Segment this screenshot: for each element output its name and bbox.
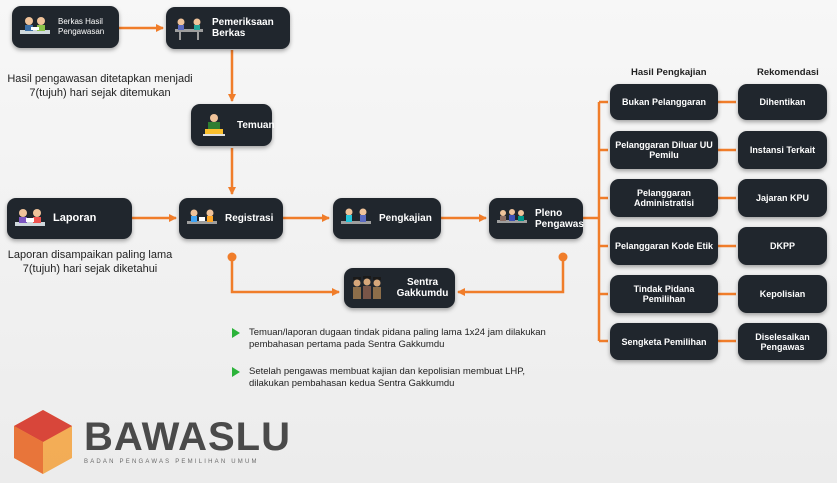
bullet-item: Temuan/laporan dugaan tindak pidana pali… <box>232 327 562 351</box>
police-officers-icon <box>353 276 381 299</box>
meeting-table-icon <box>187 209 217 224</box>
hasil-box: Tindak Pidana Pemilihan <box>610 275 718 313</box>
hasil-label: Pelanggaran Kode Etik <box>614 241 714 251</box>
rekomendasi-label: DKPP <box>769 241 795 251</box>
rekomendasi-box: DKPP <box>738 227 827 265</box>
meeting-table-icon <box>497 208 527 223</box>
hasil-label: Pelanggaran Diluar UU Pemilu <box>615 140 713 160</box>
rekomendasi-label: Jajaran KPU <box>755 193 810 203</box>
node-registrasi-label: Registrasi <box>225 213 274 224</box>
rekomendasi-label: Instansi Terkait <box>749 145 816 155</box>
bullet-text: Setelah pengawas membuat kajian dan kepo… <box>249 366 526 389</box>
node-berkas-label: Berkas Hasil Pengawasan <box>58 17 105 36</box>
bullet-triangle-icon <box>232 328 240 338</box>
bullet-item: Setelah pengawas membuat kajian dan kepo… <box>232 366 562 390</box>
people-at-desk-icon <box>15 208 45 226</box>
node-laporan-label: Laporan <box>53 212 97 224</box>
rekomendasi-box: Dihentikan <box>738 84 827 120</box>
hasil-label: Bukan Pelanggaran <box>621 97 707 107</box>
people-at-desk-icon <box>20 17 50 34</box>
node-temuan-label: Temuan <box>237 119 275 131</box>
node-temuan: Temuan <box>191 104 275 146</box>
arrow-pleno-to-sentra <box>457 258 565 296</box>
node-pengkajian-label: Pengkajian <box>379 213 432 224</box>
hasil-label: Pelanggaran Administratisi <box>633 188 694 208</box>
column-header-hasil: Hasil Pengkajian <box>631 67 707 78</box>
hasil-label: Sengketa Pemilihan <box>621 336 707 347</box>
logo-name: BAWASLU <box>84 415 291 459</box>
hasil-label: Tindak Pidana Pemilihan <box>633 284 695 304</box>
bawaslu-logo: BAWASLU BADAN PENGAWAS PEMILIHAN UMUM <box>8 406 291 476</box>
node-berkas: Berkas Hasil Pengawasan <box>12 6 119 48</box>
bullet-triangle-icon <box>232 367 240 377</box>
node-sentra-label: Sentra Gakkumdu <box>396 277 449 299</box>
meeting-table-icon <box>341 208 371 224</box>
rekomendasi-box: Kepolisian <box>738 275 827 313</box>
reading-person-icon <box>203 114 225 136</box>
rekomendasi-box: Instansi Terkait <box>738 131 827 169</box>
column-header-rekomendasi: Rekomendasi <box>757 67 819 78</box>
rekomendasi-label: Kepolisian <box>759 289 806 299</box>
rekomendasi-label: Dihentikan <box>759 97 806 107</box>
node-pemeriksaan-label: Pemeriksaan Berkas <box>212 17 274 39</box>
bullet-text: Temuan/laporan dugaan tindak pidana pali… <box>249 327 546 350</box>
rekomendasi-box: Jajaran KPU <box>738 179 827 217</box>
meeting-table-icon <box>175 18 203 40</box>
rekomendasi-box: Diselesaikan Pengawas <box>738 323 827 360</box>
logo-text: BAWASLU BADAN PENGAWAS PEMILIHAN UMUM <box>84 417 291 465</box>
hasil-box: Pelanggaran Kode Etik <box>610 227 718 265</box>
node-registrasi: Registrasi <box>179 198 283 239</box>
node-pemeriksaan: Pemeriksaan Berkas <box>166 7 290 49</box>
note-hasil-pengawasan: Hasil pengawasan ditetapkan menjadi 7(tu… <box>7 73 193 99</box>
note-laporan: Laporan disampaikan paling lama 7(tujuh)… <box>7 249 173 275</box>
hasil-box: Pelanggaran Administratisi <box>610 179 718 217</box>
hasil-box: Pelanggaran Diluar UU Pemilu <box>610 131 718 169</box>
rekomendasi-label: Diselesaikan Pengawas <box>755 331 810 352</box>
node-pleno: Pleno Pengawas <box>489 198 584 239</box>
bawaslu-emblem-icon <box>14 410 72 474</box>
node-pleno-label: Pleno Pengawas <box>535 207 584 230</box>
arrow-registrasi-to-sentra <box>230 258 340 296</box>
node-laporan: Laporan <box>7 198 132 239</box>
node-sentra: Sentra Gakkumdu <box>344 268 455 308</box>
hasil-box: Sengketa Pemilihan <box>610 323 718 360</box>
logo-subtitle: BADAN PENGAWAS PEMILIHAN UMUM <box>84 459 259 465</box>
hasil-box: Bukan Pelanggaran <box>610 84 718 120</box>
node-pengkajian: Pengkajian <box>333 198 441 239</box>
